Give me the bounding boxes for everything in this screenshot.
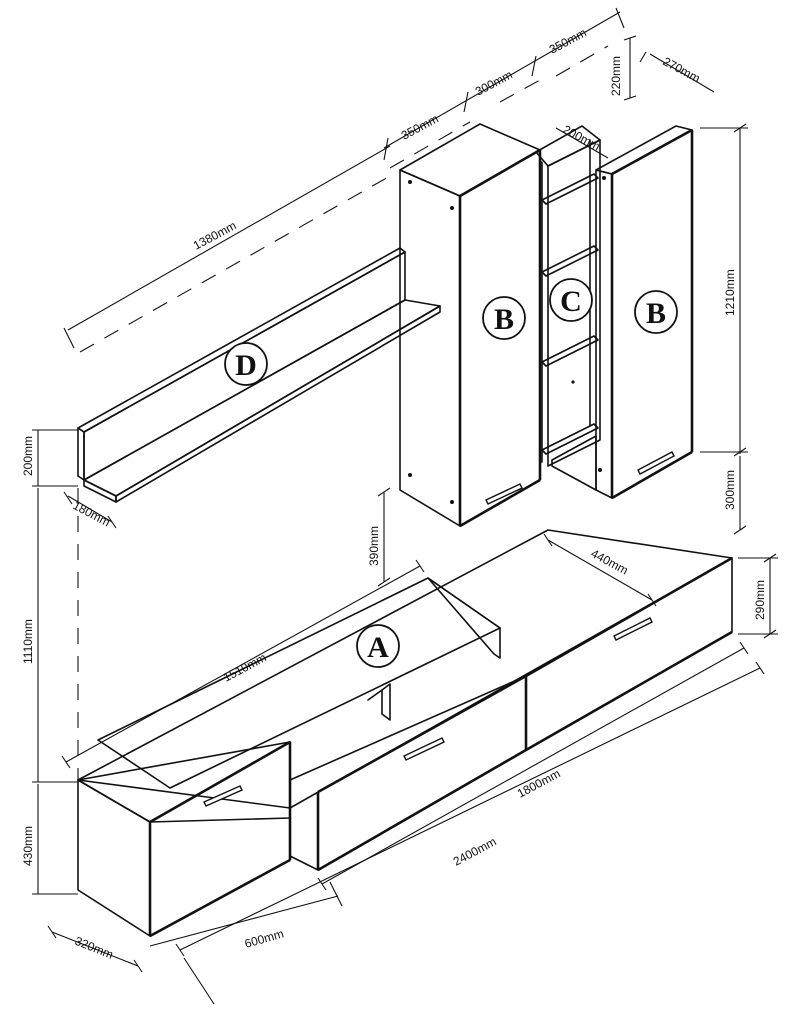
dim-unit-width: 600mm: [243, 926, 285, 950]
part-label-b-right: B: [634, 290, 678, 334]
label-b-right-text: B: [646, 297, 666, 330]
dim-cabinet-height: 1210mm: [723, 269, 737, 316]
dim-shelf-board-depth: 180mm: [71, 498, 113, 529]
dimension-lines: [32, 7, 778, 1005]
dim-left-cabinet-width: 350mm: [399, 112, 441, 143]
dim-right-depth: 270mm: [661, 54, 703, 85]
dim-stand-height: 290mm: [753, 580, 767, 620]
part-label-c: C: [549, 278, 593, 322]
dim-unit-depth: 320mm: [73, 934, 115, 962]
dim-tv-stand-depth: 440mm: [589, 546, 631, 577]
dim-top-right-width: 350mm: [547, 26, 589, 57]
label-a-text: A: [367, 631, 389, 664]
dim-top-height: 220mm: [609, 56, 623, 96]
cabinet-b-right: [551, 125, 694, 500]
cabinet-b-left: [399, 123, 542, 528]
dim-base-height: 430mm: [21, 826, 35, 866]
label-c-text: C: [560, 285, 582, 318]
label-d-text: D: [235, 349, 257, 382]
dim-side-height: 1110mm: [21, 619, 35, 664]
dim-top-board-length: 1510mm: [221, 650, 269, 684]
label-b-left-text: B: [494, 303, 514, 336]
part-label-b-left: B: [482, 296, 526, 340]
dim-cabinet-gap: 300mm: [723, 470, 737, 510]
dim-wall-shelf-length: 1380mm: [191, 218, 239, 252]
dim-gap-height: 390mm: [367, 526, 381, 566]
tv-stand-a: [77, 529, 733, 938]
dim-low-width: 1800mm: [515, 766, 563, 800]
dim-total-width: 2400mm: [451, 834, 499, 868]
dim-middle-width: 300mm: [473, 68, 515, 99]
wall-shelf-d: [77, 247, 441, 503]
part-label-d: D: [224, 342, 268, 386]
part-label-a: A: [356, 624, 400, 668]
dim-shelf-height: 200mm: [21, 436, 35, 476]
